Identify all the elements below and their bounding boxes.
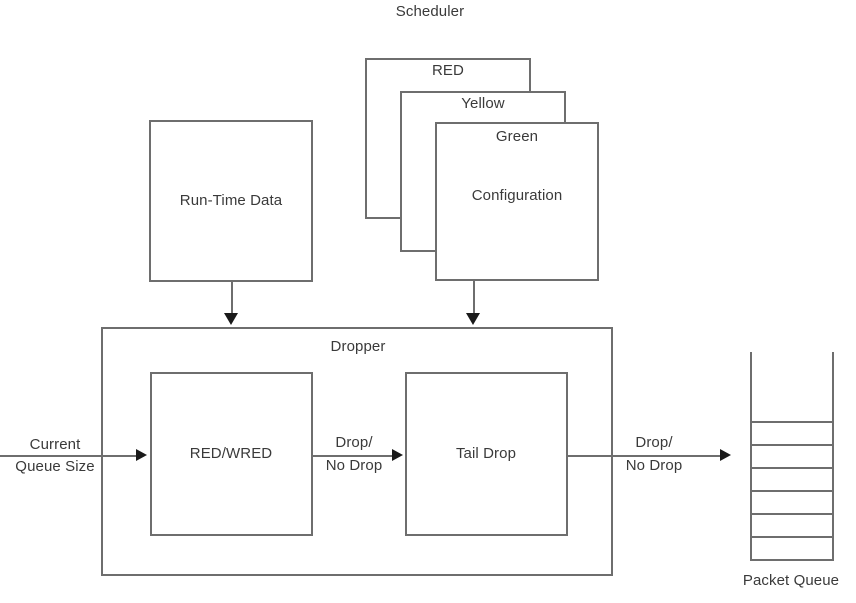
red-wred-box <box>150 372 313 536</box>
arrowhead-config-to-dropper <box>466 313 480 325</box>
edge-label-input-line1: Current <box>29 436 81 453</box>
tail-drop-box <box>405 372 568 536</box>
arrowhead-input-to-red-wred <box>136 449 147 461</box>
arrowhead-red-wred-to-tail-drop <box>392 449 403 461</box>
arrowhead-tail-drop-to-queue <box>720 449 731 461</box>
red-wred-label: RED/WRED <box>189 445 273 462</box>
edge-label-out-line2: No Drop <box>625 457 683 474</box>
packet-queue-divider <box>750 444 834 446</box>
edge-label-out-line1: Drop/ <box>635 434 673 451</box>
edge-config-to-dropper <box>473 281 475 314</box>
edge-runtime-to-dropper <box>231 282 233 315</box>
edge-input-to-red-wred <box>0 455 138 457</box>
edge-tail-drop-to-queue <box>568 455 722 457</box>
tail-drop-label: Tail Drop <box>455 445 517 462</box>
edge-label-mid-line1: Drop/ <box>335 434 373 451</box>
run-time-data-box <box>149 120 313 282</box>
packet-queue-divider <box>750 513 834 515</box>
edge-label-mid-line2: No Drop <box>325 457 383 474</box>
config-box-green <box>435 122 599 281</box>
config-label-red: RED <box>432 62 464 79</box>
arrowhead-runtime-to-dropper <box>224 313 238 325</box>
packet-queue-left-wall <box>750 352 752 560</box>
packet-queue-divider <box>750 536 834 538</box>
packet-queue-label: Packet Queue <box>742 572 840 589</box>
packet-queue-divider <box>750 490 834 492</box>
run-time-data-label: Run-Time Data <box>179 192 283 209</box>
config-label-green: Green <box>495 128 539 145</box>
packet-queue-bottom <box>750 559 834 561</box>
config-label-yellow: Yellow <box>461 95 505 112</box>
dropper-label: Dropper <box>330 338 386 355</box>
config-label-main: Configuration <box>471 187 563 204</box>
packet-queue-right-wall <box>832 352 834 560</box>
scheduler-title: Scheduler <box>395 3 465 20</box>
packet-queue-divider <box>750 421 834 423</box>
packet-queue-divider <box>750 467 834 469</box>
edge-label-input-line2: Queue Size <box>15 458 95 475</box>
edge-red-wred-to-tail-drop <box>313 455 393 457</box>
